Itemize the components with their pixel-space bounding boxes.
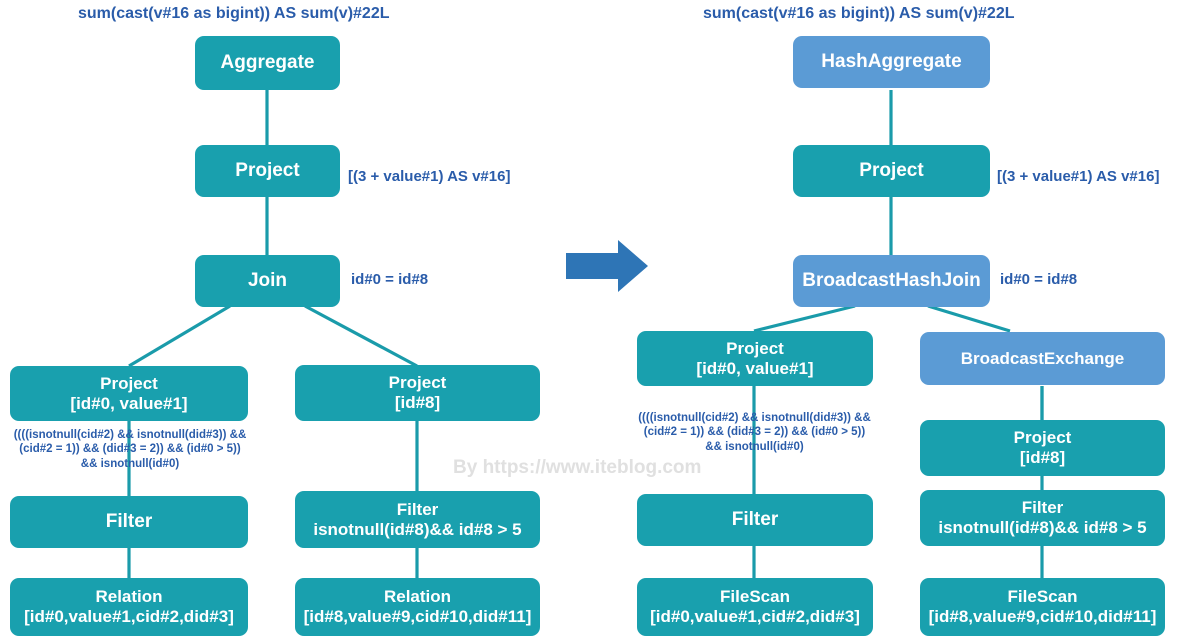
node-label-line1: FileScan bbox=[1007, 587, 1078, 607]
right-node-project-top[interactable]: Project bbox=[793, 145, 990, 197]
right-node-filescan-left[interactable]: FileScan [id#0,value#1,cid#2,did#3] bbox=[637, 578, 873, 636]
left-node-relation-left[interactable]: Relation [id#0,value#1,cid#2,did#3] bbox=[10, 578, 248, 636]
cond-line-3: && isnotnull(id#0) bbox=[705, 440, 804, 453]
node-label-line1: HashAggregate bbox=[821, 51, 962, 73]
node-label-line2: isnotnull(id#8)&& id#8 > 5 bbox=[313, 519, 522, 539]
left-node-aggregate[interactable]: Aggregate bbox=[195, 36, 340, 90]
watermark: By https://www.iteblog.com bbox=[453, 457, 702, 478]
left-node-project-left[interactable]: Project [id#0, value#1] bbox=[10, 366, 248, 421]
node-label-line1: Aggregate bbox=[220, 52, 315, 74]
left-node-join[interactable]: Join bbox=[195, 255, 340, 307]
node-label-line2: [id#0,value#1,cid#2,did#3] bbox=[650, 607, 860, 626]
node-label-line1: Filter bbox=[396, 499, 439, 519]
right-filter-condition-note: ((((isnotnull(cid#2) && isnotnull(did#3)… bbox=[613, 411, 896, 454]
node-label-line1: Filter bbox=[105, 511, 153, 533]
node-label-line1: Join bbox=[247, 270, 288, 292]
node-label-line2: [id#0, value#1] bbox=[696, 358, 814, 378]
left-plan-title: sum(cast(v#16 as bigint)) AS sum(v)#22L bbox=[78, 5, 390, 22]
right-node-broadcastexchange[interactable]: BroadcastExchange bbox=[920, 332, 1165, 385]
left-node-project-top[interactable]: Project bbox=[195, 145, 340, 197]
right-node-hashaggregate[interactable]: HashAggregate bbox=[793, 36, 990, 88]
node-label-line2: [id#0,value#1,cid#2,did#3] bbox=[24, 607, 234, 626]
node-label-line1: Project bbox=[388, 373, 447, 393]
node-label-line1: Project bbox=[100, 373, 158, 393]
cond-line-3: && isnotnull(id#0) bbox=[80, 457, 180, 470]
node-label-line2: [id#8] bbox=[394, 393, 441, 412]
right-join-cond-note: id#0 = id#8 bbox=[1000, 271, 1078, 288]
node-label-line2: [id#0, value#1] bbox=[70, 393, 188, 413]
node-label-line1: Filter bbox=[731, 509, 779, 531]
node-label-line1: BroadcastExchange bbox=[960, 348, 1125, 368]
right-plan-title: sum(cast(v#16 as bigint)) AS sum(v)#22L bbox=[703, 5, 1015, 22]
node-label-line1: Relation bbox=[95, 587, 163, 607]
node-label-line1: FileScan bbox=[720, 587, 790, 607]
right-node-filter-right[interactable]: Filter isnotnull(id#8)&& id#8 > 5 bbox=[920, 490, 1165, 546]
left-node-relation-right[interactable]: Relation [id#8,value#9,cid#10,did#11] bbox=[295, 578, 540, 636]
node-label-line1: Project bbox=[726, 338, 784, 358]
node-label-line1: Project bbox=[859, 160, 924, 182]
transform-arrow bbox=[566, 240, 648, 292]
node-label-line1: Project bbox=[235, 160, 300, 182]
node-label-line1: Relation bbox=[383, 587, 452, 607]
left-project-expr-note: [(3 + value#1) AS v#16] bbox=[348, 168, 511, 185]
right-node-filescan-right[interactable]: FileScan [id#8,value#9,cid#10,did#11] bbox=[920, 578, 1165, 636]
node-label-line2: [id#8,value#9,cid#10,did#11] bbox=[928, 607, 1157, 626]
node-label-line1: BroadcastHashJoin bbox=[802, 270, 981, 292]
left-node-filter-right[interactable]: Filter isnotnull(id#8)&& id#8 > 5 bbox=[295, 491, 540, 548]
cond-line-2: (cid#2 = 1)) && (did#3 = 2)) && (id#0 > … bbox=[643, 426, 866, 439]
left-filter-condition-note: ((((isnotnull(cid#2) && isnotnull(did#3)… bbox=[0, 428, 260, 471]
node-label-line1: Filter bbox=[1021, 498, 1064, 518]
right-node-filter-left[interactable]: Filter bbox=[637, 494, 873, 546]
cond-line-2: (cid#2 = 1)) && (did#3 = 2)) && (id#0 > … bbox=[19, 443, 241, 456]
node-label-line2: isnotnull(id#8)&& id#8 > 5 bbox=[938, 518, 1147, 537]
right-node-project-left[interactable]: Project [id#0, value#1] bbox=[637, 331, 873, 386]
right-node-broadcasthashjoin[interactable]: BroadcastHashJoin bbox=[793, 255, 990, 307]
cond-line-1: ((((isnotnull(cid#2) && isnotnull(did#3)… bbox=[638, 412, 871, 424]
cond-line-1: ((((isnotnull(cid#2) && isnotnull(did#3)… bbox=[13, 429, 247, 441]
node-label-line1: Project bbox=[1013, 428, 1072, 448]
right-node-project-right[interactable]: Project [id#8] bbox=[920, 420, 1165, 476]
node-label-line2: [id#8,value#9,cid#10,did#11] bbox=[303, 607, 532, 626]
left-node-filter-left[interactable]: Filter bbox=[10, 496, 248, 548]
right-project-expr-note: [(3 + value#1) AS v#16] bbox=[997, 168, 1160, 185]
left-node-project-right[interactable]: Project [id#8] bbox=[295, 365, 540, 421]
node-label-line2: [id#8] bbox=[1019, 448, 1066, 467]
left-join-cond-note: id#0 = id#8 bbox=[351, 271, 429, 288]
